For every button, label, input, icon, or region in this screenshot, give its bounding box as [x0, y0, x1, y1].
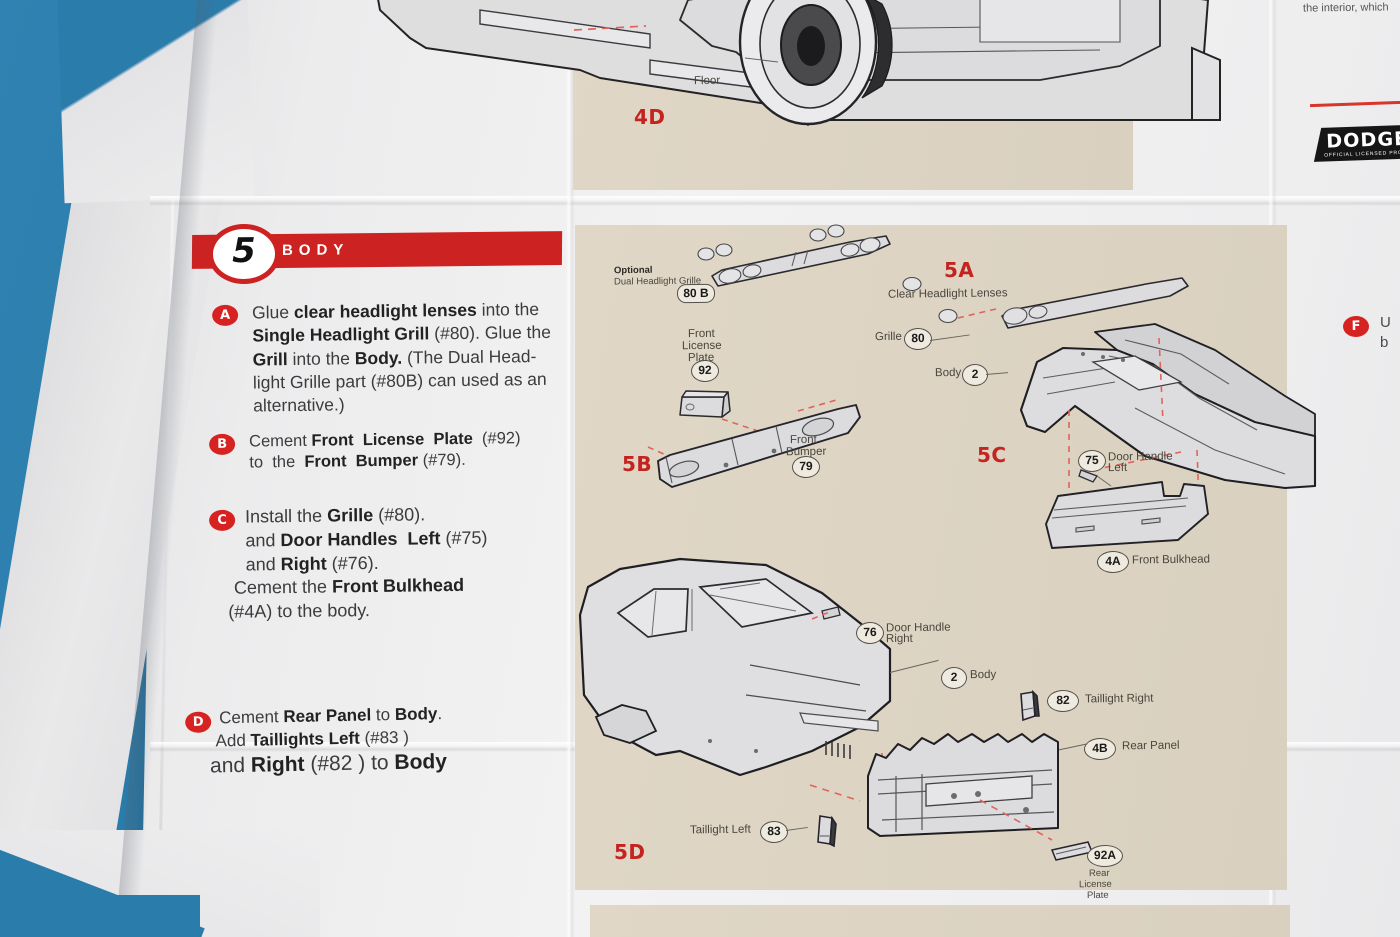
callout-rear-license-plate-l3: Plate [1086, 889, 1109, 902]
right-page-f-text-2: b [1380, 334, 1389, 351]
callout-front-license-plate-l1: Front [687, 327, 715, 341]
right-page-f-text-1: U [1380, 314, 1391, 331]
art-taillight-left-83 [817, 815, 837, 848]
instr-c-line-1: and Door Handles Left (#75) [245, 527, 488, 551]
sublabel-5a: 5A [944, 258, 975, 282]
art-taillight-right-82 [1020, 689, 1040, 722]
right-page-cut-text: the interior, which [1302, 1, 1389, 15]
instr-c-line-2: and Right (#76). [245, 552, 379, 575]
instr-c-line-0: Install the Grille (#80). [244, 504, 426, 527]
instr-a-line-1: Single Headlight Grill (#80). Glue the [252, 322, 552, 346]
callout-door-handle-right-l2: Right [885, 632, 913, 646]
instr-d-line-0: Cement Rear Panel to Body. [218, 704, 443, 728]
art-front-license-plate-92 [679, 390, 759, 432]
callout-front-bumper-l1: Front [789, 433, 817, 447]
step-number: 5 [231, 230, 257, 272]
instruction-c-text: Install the Grille (#80). and Door Handl… [228, 502, 576, 625]
instr-b-line-1: to the Front Bumper (#79). [249, 451, 466, 472]
callout-rear-panel: Rear Panel [1121, 739, 1180, 753]
art-front-bulkhead-4a [1045, 481, 1209, 549]
callout-floor-label: Floor [693, 74, 721, 88]
callout-rear-license-plate-l1: Rear [1088, 867, 1110, 880]
callout-clear-headlight-lenses: Clear Headlight Lenses [887, 287, 1008, 301]
art-body-rear-section [578, 557, 953, 802]
step-title: BODY [281, 241, 350, 259]
sublabel-4d: 4D [634, 105, 666, 129]
instr-d-line-2: and Right (#82 ) to Body [209, 749, 448, 778]
art-right-page-fragment [1270, 330, 1400, 520]
art-step-4d-floor-wheel [573, 0, 1161, 126]
callout-front-bulkhead: Front Bulkhead [1131, 553, 1211, 567]
callout-rear-license-plate-l2: License [1078, 878, 1112, 891]
instr-a-line-2: Grill into the Body. (The Dual Head- [252, 345, 537, 370]
dodge-brand-logo: DODGE OFFICIAL LICENSED PRODUCT [1313, 124, 1400, 162]
part-number-80b: 80 B [676, 283, 716, 304]
instr-c-line-4: (#4A) to the body. [228, 600, 371, 622]
callout-grille-label: Grille [874, 330, 902, 344]
callout-taillight-left: Taillight Left [689, 823, 751, 837]
art-single-headlight-grille-80 [902, 276, 1189, 329]
callout-front-license-plate-l2: License [681, 339, 722, 353]
art-body-front-section [1019, 323, 1317, 506]
instr-a-line-0: Glue clear headlight lenses into the [251, 299, 540, 323]
instruction-d-text: Cement Rear Panel to Body. Add Taillight… [215, 700, 580, 753]
instr-a-line-3: light Grille part (#80B) can used as an [252, 368, 547, 393]
art-rear-panel-4b [867, 733, 1059, 841]
instruction-b-text: Cement Front License Plate (#92) to the … [249, 427, 579, 474]
art-dual-headlight-grille-80b [697, 224, 891, 287]
instruction-a-text: Glue clear headlight lenses into the Sin… [252, 297, 583, 417]
sublabel-5b: 5B [622, 452, 653, 476]
instr-a-line-4: alternative.) [253, 394, 345, 416]
blue-surface-bottom-fill [0, 895, 200, 937]
art-front-bumper-79 [647, 398, 861, 488]
instr-b-line-0: Cement Front License Plate (#92) [248, 429, 521, 451]
sublabel-5c: 5C [977, 443, 1007, 467]
sublabel-5d: 5D [614, 840, 646, 864]
callout-taillight-right: Taillight Right [1084, 692, 1154, 706]
panel-next-strip [590, 905, 1290, 937]
optional-title: Optional [613, 264, 653, 277]
callout-body-5d: Body [969, 668, 997, 682]
dodge-wordmark: DODGE [1325, 127, 1400, 153]
callout-body-5c-label: Body [934, 366, 962, 380]
instr-c-line-3: Cement the Front Bulkhead [233, 575, 465, 598]
